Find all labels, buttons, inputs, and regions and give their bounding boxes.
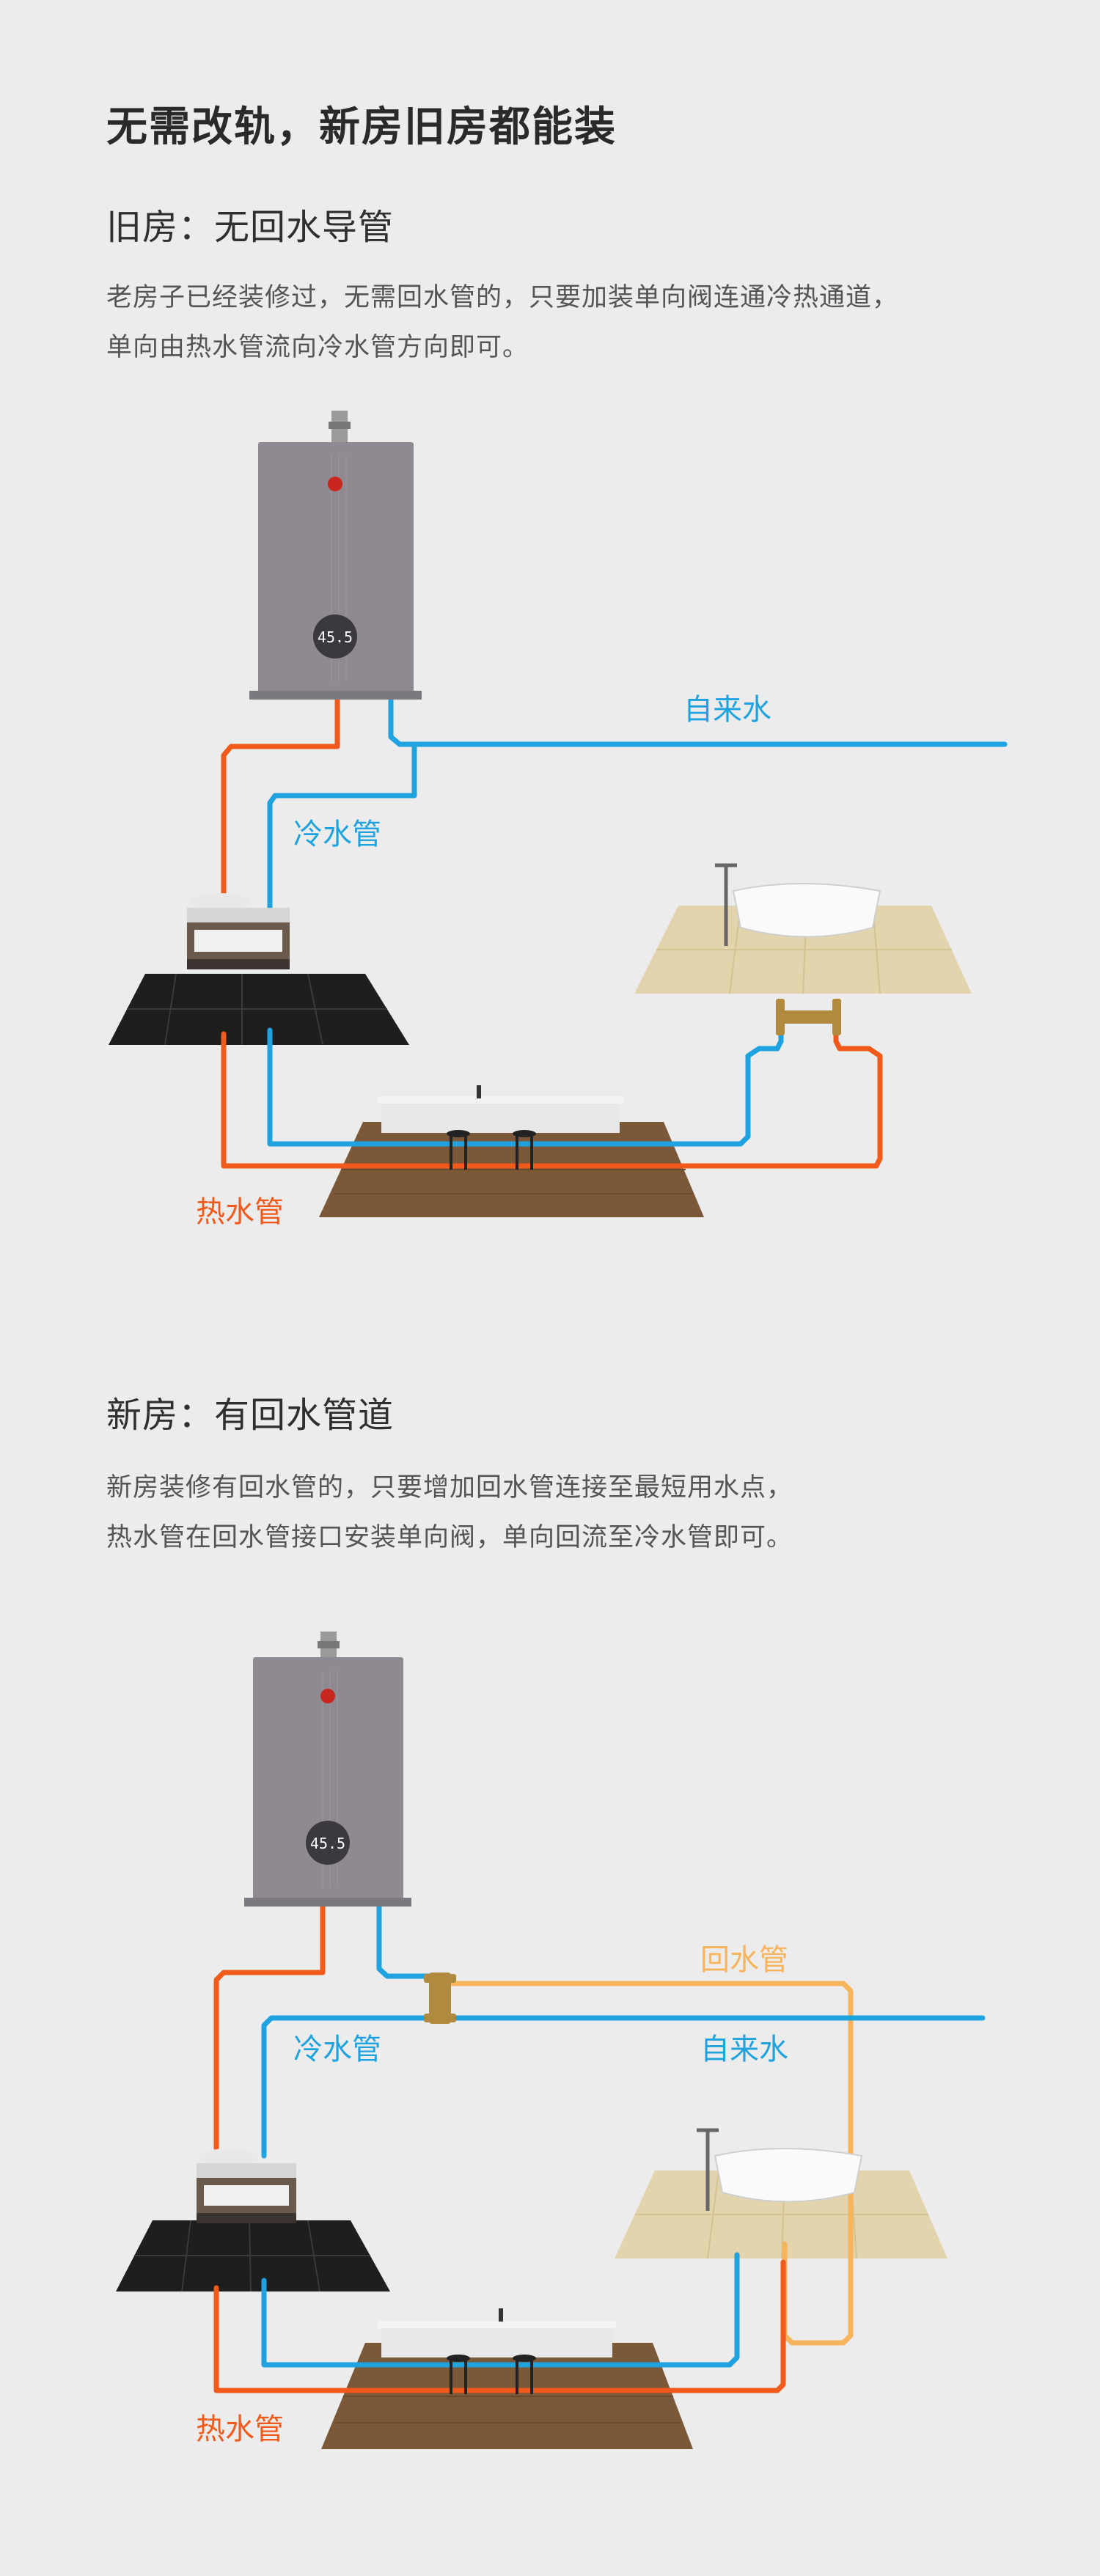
label-cold-pipe: 冷水管 [293,818,381,851]
kitchen-island [378,2308,616,2394]
cold-pipe [261,1904,986,2368]
old-desc-line-1: 老房子已经装修过，无需回水管的，只要加装单向阀连通冷热通道， [106,283,899,312]
sink-cabinet [197,2148,296,2223]
new-desc-line-1: 新房装修有回水管的，只要增加回水管连接至最短用水点， [106,1473,793,1502]
bathtub [715,863,881,946]
bathtub [697,2128,863,2211]
label-hot-pipe: 热水管 [196,1195,284,1229]
water-heater: 45.5 [249,411,422,700]
heater-display: 45.5 [318,628,353,646]
new-house-heading: 新房：有回水管道 [106,1395,395,1436]
check-valve [776,999,841,1035]
label-hot-pipe: 热水管 [196,2412,284,2446]
label-return-pipe: 回水管 [700,1943,788,1977]
old-house-description: 老房子已经装修过，无需回水管的，只要加装单向阀连通冷热通道， 单向由热水管流向冷… [106,273,898,373]
sink-cabinet [187,893,290,969]
new-desc-line-2: 热水管在回水管接口安装单向阀，单向回流至冷水管即可。 [106,1523,793,1552]
water-heater: 45.5 [244,1632,411,1907]
old-house-heading: 旧房：无回水导管 [106,207,395,248]
return-pipe [437,1981,854,2346]
check-valve [424,1973,456,2024]
hot-pipe [213,1904,786,2393]
old-house-diagram: 45.5 [109,411,1008,1217]
kitchen-island [378,1085,623,1170]
page-title: 无需改轨，新房旧房都能装 [106,103,617,151]
label-cold-pipe: 冷水管 [293,2033,381,2066]
hot-pipe [221,697,883,1169]
new-house-diagram: 45.5 [116,1632,986,2449]
heater-display: 45.5 [310,1835,345,1852]
new-house-description: 新房装修有回水管的，只要增加回水管连接至最短用水点， 热水管在回水管接口安装单向… [106,1463,793,1563]
old-desc-line-2: 单向由热水管流向冷水管方向即可。 [106,333,529,362]
label-supply-water: 自来水 [683,693,771,727]
label-supply-water: 自来水 [700,2033,788,2066]
cold-pipe [267,697,1008,1147]
